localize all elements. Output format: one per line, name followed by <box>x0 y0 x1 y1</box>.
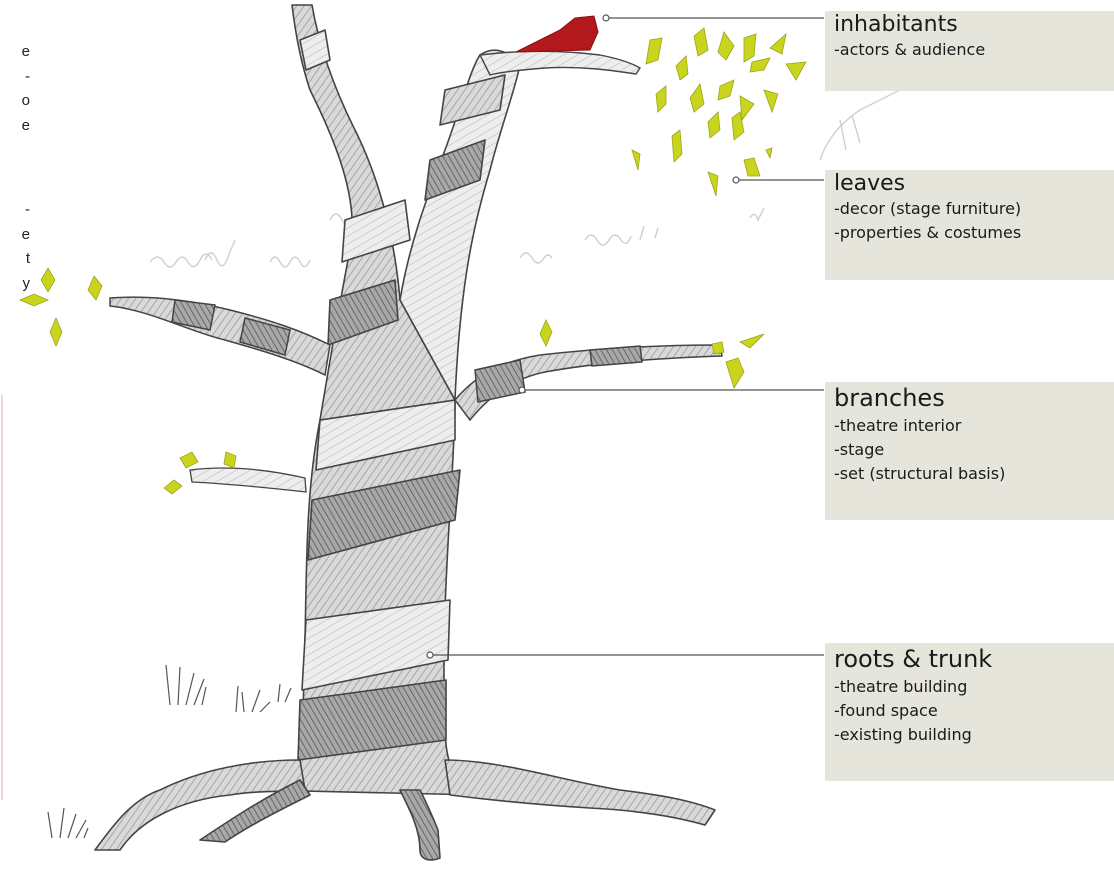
label-item: -set (structural basis) <box>834 462 1114 486</box>
tree-trunk <box>260 400 480 795</box>
label-title: inhabitants <box>834 12 1114 38</box>
label-item: -stage <box>834 438 1114 462</box>
label-leaves: leaves -decor (stage furniture) -propert… <box>825 170 1114 280</box>
label-title: branches <box>834 384 1114 412</box>
label-title: leaves <box>834 171 1114 197</box>
margin-text-lower: - e t y <box>0 198 30 296</box>
label-item: -properties & costumes <box>834 221 1114 245</box>
label-item: -theatre building <box>834 675 1114 699</box>
label-item: -theatre interior <box>834 414 1114 438</box>
margin-text-upper: e - o e <box>0 40 30 138</box>
margin-char: e <box>0 114 30 139</box>
top-branch <box>480 51 640 75</box>
margin-char: - <box>0 65 30 90</box>
margin-char: t <box>0 247 30 272</box>
label-roots-trunk: roots & trunk -theatre building -found s… <box>825 643 1114 781</box>
left-branch <box>110 297 330 375</box>
label-item: -decor (stage furniture) <box>834 197 1114 221</box>
label-branches: branches -theatre interior -stage -set (… <box>825 382 1114 520</box>
red-bird <box>516 16 598 52</box>
margin-char: e <box>0 40 30 65</box>
label-item: -existing building <box>834 723 1114 747</box>
label-item: -actors & audience <box>834 38 1114 62</box>
leaves-cluster <box>632 28 806 196</box>
background-scribbles <box>150 90 900 267</box>
lower-left-branch <box>190 468 306 492</box>
label-item: -found space <box>834 699 1114 723</box>
label-inhabitants: inhabitants -actors & audience <box>825 11 1114 91</box>
margin-char: o <box>0 89 30 114</box>
right-branch <box>455 345 722 420</box>
margin-char: e <box>0 223 30 248</box>
margin-char: - <box>0 198 30 223</box>
label-title: roots & trunk <box>834 645 1114 673</box>
margin-char: y <box>0 272 30 297</box>
